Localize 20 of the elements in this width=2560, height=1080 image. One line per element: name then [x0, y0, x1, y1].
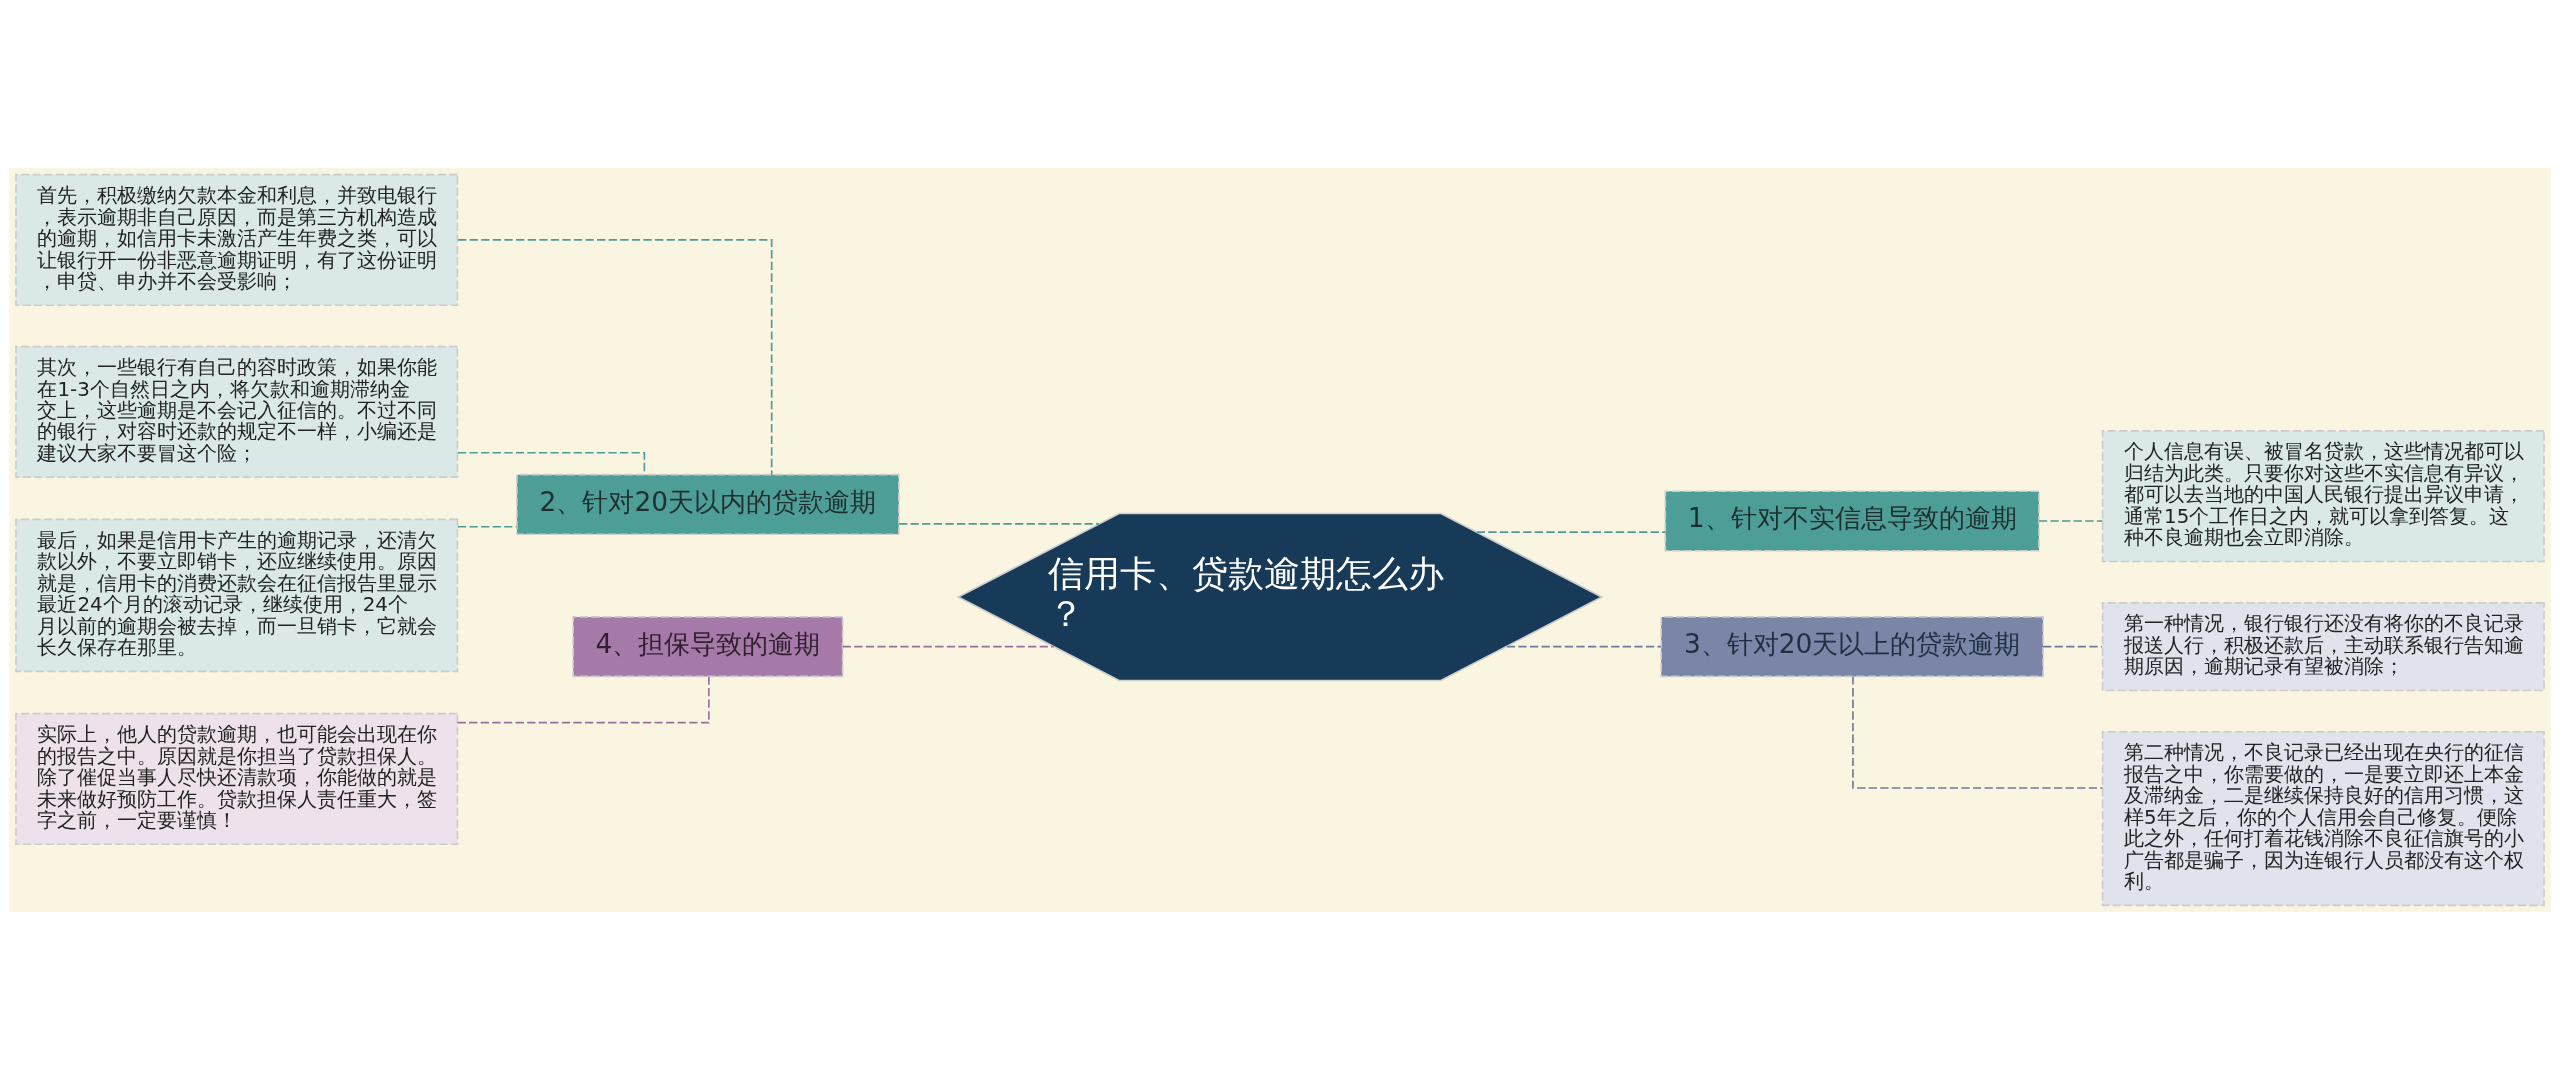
node-box: 1、针对不实信息导致的逾期 — [1664, 490, 2040, 552]
connector — [1852, 675, 2104, 789]
node-box: 第一种情况，银行银行还没有将你的不良记录报送人行，积极还款后，主动联系银行告知逾期原因，逾期记录有望被消除； — [2101, 602, 2545, 692]
connector — [457, 239, 773, 476]
connector — [841, 645, 1055, 648]
connector — [456, 675, 710, 724]
node-box: 首先，积极缴纳欠款本金和利息，并致电银行，表示逾期非自己原因，而是第三方机构造成的逾期，如信用卡未激活产生年费之类，可以让银行开一份非恶意逾期证明，有了这份证明，申贷、申办并不会受影响； — [15, 173, 459, 307]
node-box: 实际上，他人的贷款逾期，也可能会出现在你的报告之中。原因就是你担当了贷款担保人。除了催促当事人尽快还清款项，你能做的就是未来做好预防工作。贷款担保人责任重大，签字之前，一定要谨慎！ — [15, 712, 459, 846]
connector — [2042, 645, 2103, 648]
node-box: 4、担保导致的逾期 — [572, 616, 844, 678]
node-box: 其次，一些银行有自己的容时政策，如果你能在1-3个自然日之内，将欠款和逾期滞纳金交上，这些逾期是不会记入征信的。不过不同的银行，对容时还款的规定不一样，小编还是建议大家不要冒这个险； — [15, 345, 459, 478]
node-box: 个人信息有误、被冒名贷款，这些情况都可以归结为此类。只要你对这些不实信息有异议，都可以去当地的中国人民银行提出异议申请，通常15个工作日之内，就可以拿到答复。这种不良逾期也会立即消除。 — [2101, 430, 2545, 563]
connector — [2038, 520, 2104, 522]
connector — [1506, 645, 1662, 648]
node-box: 2、针对20天以内的贷款逾期 — [516, 473, 900, 536]
node-box: 第二种情况，不良记录已经出现在央行的征信报告之中，你需要做的，一是要立即还上本金及滞纳金，二是继续保持良好的信用习惯，这样5年之后，你的个人信用会自己修复。便除此之外，任何打着花钱消除不良征信旗号的小广告都是骗子，因为连银行人员都没有这个权利。 — [2101, 730, 2545, 907]
connector — [1476, 531, 1666, 533]
node-box: 3、针对20天以上的贷款逾期 — [1660, 616, 2044, 678]
node-box: 最后，如果是信用卡产生的逾期记录，还清欠款以外，不要立即销卡，还应继续使用。原因就是，信用卡的消费还款会在征信报告里显示最近24个月的滚动记录，继续使用，24个月以前的逾期会被去掉，而一旦销卡，它就会长久保存在那里。 — [15, 518, 459, 673]
connector — [898, 523, 1100, 525]
